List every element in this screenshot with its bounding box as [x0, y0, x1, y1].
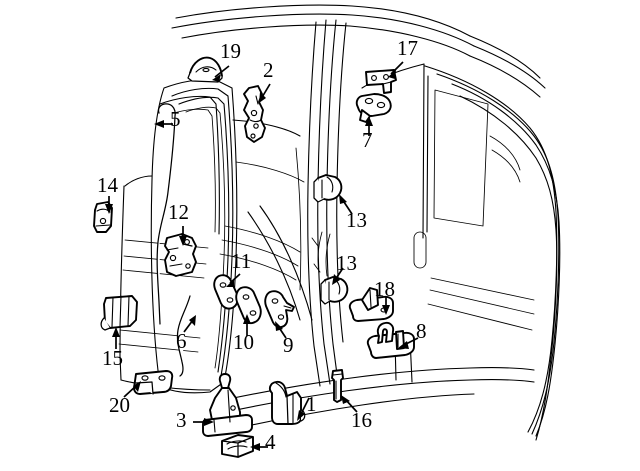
part-10-hinge-half-door-side [235, 286, 262, 325]
callout-label-16: 16 [351, 408, 372, 432]
callout-label-3: 3 [176, 408, 187, 432]
part-9-hinge-half-body-side [264, 290, 295, 329]
part-20-hinge-shim-plate [133, 370, 174, 395]
van-body-outline [171, 4, 561, 441]
part-18-door-check-retainer [348, 287, 394, 322]
part-13-door-stop-bumper-lower [320, 276, 349, 305]
callout-label-18: 18 [374, 277, 395, 301]
part-4-hinge-pad-cover [221, 434, 254, 458]
callout-label-11: 11 [231, 249, 252, 273]
part-6-lower-latch-rod [176, 295, 191, 377]
callout-label-2: 2 [263, 58, 274, 82]
callout-label-13-lower: 13 [336, 251, 357, 275]
part-12-door-latch-assembly [164, 233, 197, 277]
part-15-door-wedge-block [100, 295, 138, 331]
callout-label-4: 4 [265, 430, 276, 454]
part-5-upper-latch-rod [156, 103, 176, 325]
callout-label-8: 8 [416, 319, 427, 343]
part-7-striker-plate [355, 93, 392, 123]
callout-label-20: 20 [109, 393, 130, 417]
callout-label-14: 14 [97, 173, 118, 197]
callout-label-1: 1 [306, 392, 317, 416]
callout-label-7: 7 [362, 128, 373, 152]
callout-label-17: 17 [397, 36, 418, 60]
callout-label-10: 10 [233, 330, 254, 354]
callout-label-5: 5 [170, 107, 181, 131]
callout-leaders [105, 61, 419, 451]
callout-label-9: 9 [283, 333, 294, 357]
part-8-lower-striker-bracket [366, 321, 415, 359]
callout-label-19: 19 [220, 39, 241, 63]
part-13-door-stop-bumper-upper [313, 174, 343, 203]
side-door-shell [118, 78, 238, 394]
callout-label-15: 15 [102, 346, 123, 370]
callout-label-6: 6 [176, 329, 187, 353]
part-3-lower-hinge-pivot-assembly [202, 373, 253, 437]
callout-label-12: 12 [168, 200, 189, 224]
callout-label-13-upper: 13 [346, 208, 367, 232]
part-16-hinge-pivot-bolt [331, 369, 344, 403]
